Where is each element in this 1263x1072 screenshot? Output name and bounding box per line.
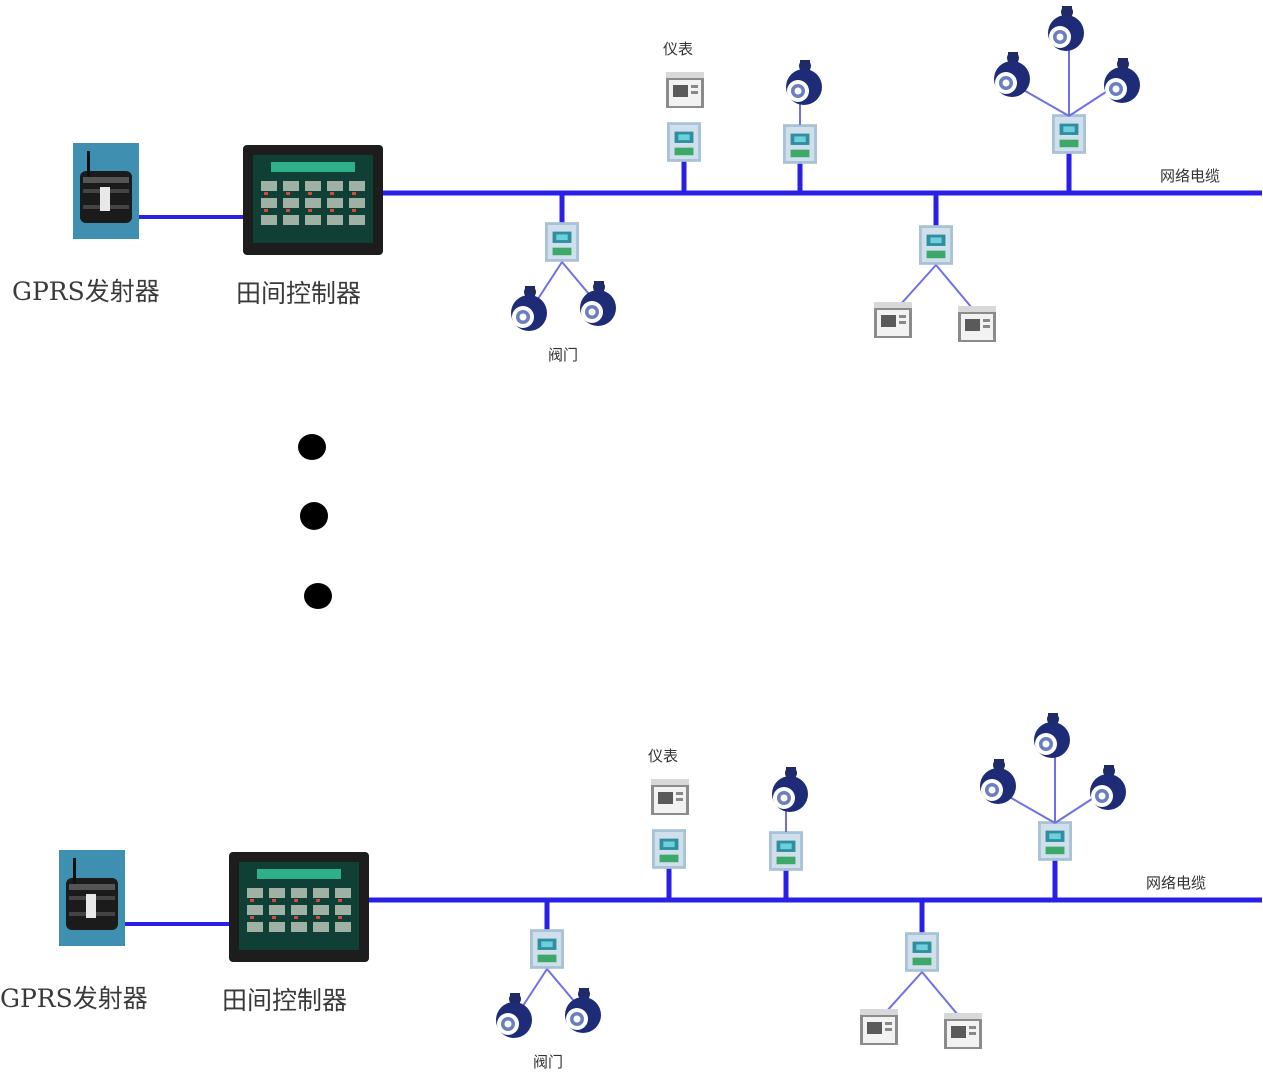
controller-label: 田间控制器 <box>236 279 361 308</box>
gprs-label: GPRS发射器 <box>0 984 148 1013</box>
link-line <box>899 264 937 306</box>
valve-icon <box>1048 6 1084 51</box>
link-line <box>1068 87 1113 117</box>
cable-label: 网络电缆 <box>1160 167 1220 185</box>
link-line <box>935 264 973 309</box>
rtu-module-icon <box>530 929 564 969</box>
rtu-module-icon <box>1038 821 1072 861</box>
valve-label: 阀门 <box>533 1053 563 1071</box>
dot <box>300 502 328 530</box>
gprs-transmitter-icon <box>73 143 139 239</box>
meter-label: 仪表 <box>663 40 693 58</box>
rtu-module-icon <box>905 932 939 972</box>
meter-box-icon <box>958 306 996 342</box>
valve-icon <box>1090 765 1126 810</box>
field-controller-icon <box>229 852 369 962</box>
gprs-label: GPRS发射器 <box>12 277 160 306</box>
valve-icon <box>565 988 601 1033</box>
meter-box-icon <box>860 1009 898 1045</box>
valve-icon <box>786 60 822 105</box>
dot <box>298 434 326 460</box>
gprs-transmitter-icon <box>59 850 125 946</box>
rtu-module-icon <box>769 831 803 871</box>
rtu-module-icon <box>545 222 579 262</box>
network-top: GPRS发射器 田间控制器 网络电缆 仪表 阀门 <box>12 6 1262 364</box>
link-line <box>921 971 959 1016</box>
valve-icon <box>994 52 1030 97</box>
cable-label: 网络电缆 <box>1146 874 1206 892</box>
rtu-module-icon <box>667 122 701 162</box>
dot <box>304 583 332 609</box>
rtu-module-icon <box>652 829 686 869</box>
valve-icon <box>772 767 808 812</box>
rtu-module-icon <box>1052 114 1086 154</box>
rtu-module-icon <box>919 225 953 265</box>
link-line <box>1005 794 1056 824</box>
controller-label: 田间控制器 <box>222 986 347 1015</box>
network-bottom: GPRS发射器 田间控制器 网络电缆 仪表 阀门 <box>0 713 1262 1071</box>
valve-label: 阀门 <box>548 346 578 364</box>
meter-box-icon <box>651 779 689 815</box>
valve-icon <box>1104 58 1140 103</box>
meter-box-icon <box>666 72 704 108</box>
meter-label: 仪表 <box>648 747 678 765</box>
valve-icon <box>1034 713 1070 758</box>
valve-icon <box>580 281 616 326</box>
rtu-module-icon <box>783 124 817 164</box>
field-controller-icon <box>243 145 383 255</box>
valve-icon <box>980 759 1016 804</box>
meter-box-icon <box>874 302 912 338</box>
link-line <box>1054 794 1099 824</box>
meter-box-icon <box>944 1013 982 1049</box>
ellipsis-dots <box>298 434 332 609</box>
link-line <box>1019 87 1070 117</box>
link-line <box>885 971 923 1013</box>
